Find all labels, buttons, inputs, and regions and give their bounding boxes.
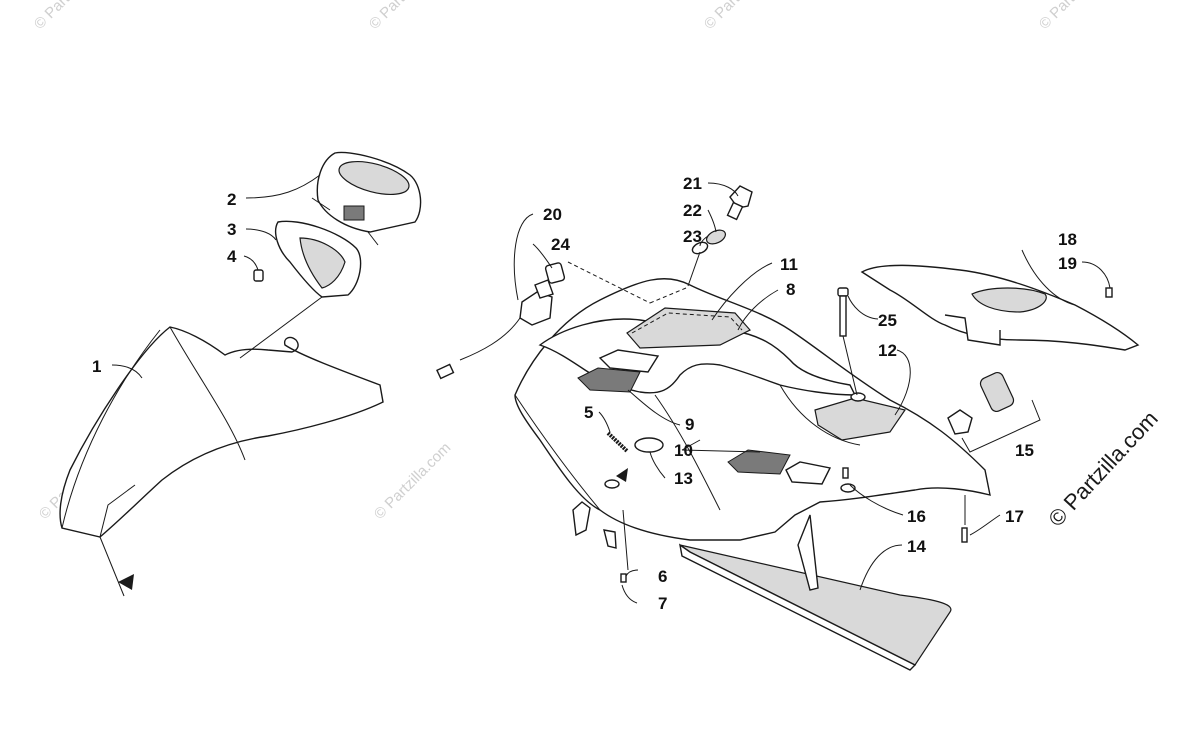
callout-5: 5	[584, 403, 593, 422]
callout-21: 21	[683, 174, 702, 193]
callout-10: 10	[674, 441, 693, 460]
callout-20: 20	[543, 205, 562, 224]
watermark-text: © Partzilla.com	[31, 0, 114, 33]
callout-24: 24	[551, 235, 570, 254]
leader-lines	[111, 174, 1111, 604]
callout-25: 25	[878, 311, 897, 330]
callout-labels: 1 2 3 4 5 6 7 8 9 10 11 12 13 14 15 16 1…	[92, 174, 1077, 613]
arrow-icon	[616, 468, 628, 482]
callout-22: 22	[683, 201, 702, 220]
part-2-gauge	[311, 151, 422, 246]
watermark-text: © Partzilla.com	[371, 439, 454, 522]
watermark-text: © Partzilla.com	[1036, 0, 1119, 33]
callout-12: 12	[878, 341, 897, 360]
callout-17: 17	[1005, 507, 1024, 526]
part-16-screw	[842, 467, 849, 479]
copyright-text: © Partzilla.com	[1043, 406, 1162, 531]
part-19-screw	[1105, 287, 1113, 298]
part-18-side-panel	[860, 264, 1140, 351]
callout-19: 19	[1058, 254, 1077, 273]
callout-13: 13	[674, 469, 693, 488]
part-6-7-screw	[620, 509, 629, 583]
callout-23: 23	[683, 227, 702, 246]
part-21-key	[726, 185, 753, 221]
part-20-switch-harness	[436, 262, 566, 380]
callout-15: 15	[1015, 441, 1034, 460]
callout-9: 9	[685, 415, 694, 434]
part-3-gauge-mount	[274, 220, 362, 298]
part-25-bolt	[837, 287, 858, 396]
watermark-text: © Partzilla.com	[701, 0, 784, 33]
callout-1: 1	[92, 357, 101, 376]
part-23-washer	[691, 241, 709, 255]
part-4-nut	[253, 269, 264, 282]
part-1-nose-cone	[59, 326, 384, 597]
part-17-screw	[961, 495, 968, 543]
arrow-icon	[118, 574, 134, 590]
callout-11: 11	[780, 255, 798, 274]
watermark-text: © Partzilla.com	[366, 0, 449, 33]
part-8-console-hood	[514, 278, 991, 591]
callout-7: 7	[658, 594, 667, 613]
callout-8: 8	[786, 280, 795, 299]
part-22-ring	[705, 229, 727, 245]
callout-4: 4	[227, 247, 237, 266]
callout-16: 16	[907, 507, 926, 526]
part-15-knob	[947, 371, 1041, 453]
callout-2: 2	[227, 190, 236, 209]
callout-14: 14	[907, 537, 926, 556]
callout-3: 3	[227, 220, 236, 239]
part-14-foam-pad	[679, 543, 952, 671]
callout-18: 18	[1058, 230, 1077, 249]
callout-6: 6	[658, 567, 667, 586]
part-5-pin	[606, 431, 629, 453]
